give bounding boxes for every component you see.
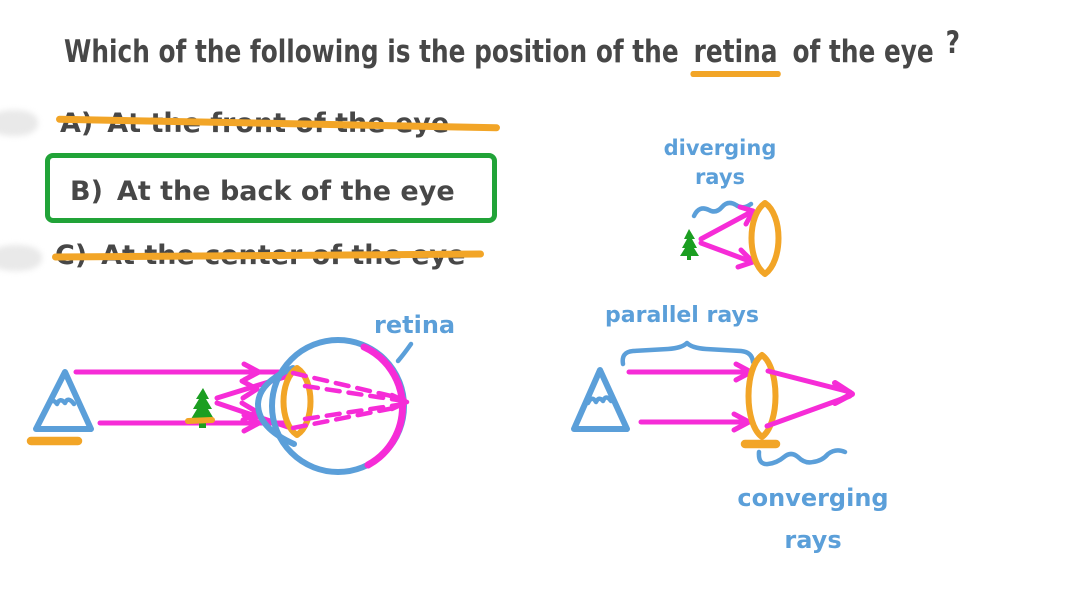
- parallel-rays: [626, 361, 754, 433]
- tree-icon: [680, 229, 699, 260]
- mountain-icon: [571, 367, 630, 432]
- diverging-rays-label-line1: diverging: [663, 136, 777, 160]
- question-mark: ?: [945, 25, 960, 61]
- option-b: B) At the back of the eye: [70, 176, 455, 207]
- refracted-dashed-rays: [290, 370, 407, 431]
- eye-focus-diagram: [26, 337, 414, 475]
- diverging-rays-label-line2: rays: [694, 165, 746, 189]
- ray-arrowhead: [737, 204, 756, 227]
- incoming-parallel-rays: [73, 361, 290, 434]
- converging-rays-label: converging rays: [728, 477, 898, 561]
- diverging-rays: [698, 204, 756, 270]
- converging-rays-label-line2: rays: [784, 526, 842, 554]
- question-prefix: Which of the following is the position o…: [64, 34, 679, 70]
- question-keyword-underlined: retina: [690, 34, 781, 77]
- artifact-smudge: [0, 245, 42, 271]
- parallel-rays-label: parallel rays: [605, 303, 759, 328]
- parallel-rays-brace: [620, 340, 756, 367]
- tree-underline: [185, 417, 215, 424]
- correct-answer-box: [45, 153, 497, 223]
- retina-pointer-line: [395, 341, 414, 364]
- question-suffix: of the eye: [792, 34, 934, 70]
- option-b-text: At the back of the eye: [116, 176, 455, 207]
- focal-point-arrowhead: [832, 380, 855, 406]
- mountain-icon: [33, 369, 94, 432]
- lens-icon: [745, 352, 779, 440]
- retina-label: retina: [374, 311, 456, 339]
- diverging-rays-label: diverging rays: [650, 134, 790, 192]
- artifact-smudge: [0, 110, 38, 136]
- question-title: Which of the following is the position o…: [64, 25, 960, 77]
- ray-arrowhead: [241, 361, 262, 383]
- focal-point-arrowhead: [389, 392, 410, 412]
- ray-arrowhead: [239, 378, 260, 401]
- converging-label-squiggle: [756, 448, 848, 467]
- option-b-letter: B): [70, 176, 103, 207]
- cornea-bulge: [255, 365, 297, 447]
- ray-arrowhead: [731, 411, 752, 433]
- converging-rays-label-line1: converging: [737, 484, 889, 512]
- option-a-letter: A): [60, 108, 94, 139]
- diverging-rays-diagram: [680, 200, 782, 277]
- converging-rays: [764, 368, 855, 429]
- converging-rays-diagram: [571, 340, 855, 467]
- lens-icon: [748, 200, 782, 277]
